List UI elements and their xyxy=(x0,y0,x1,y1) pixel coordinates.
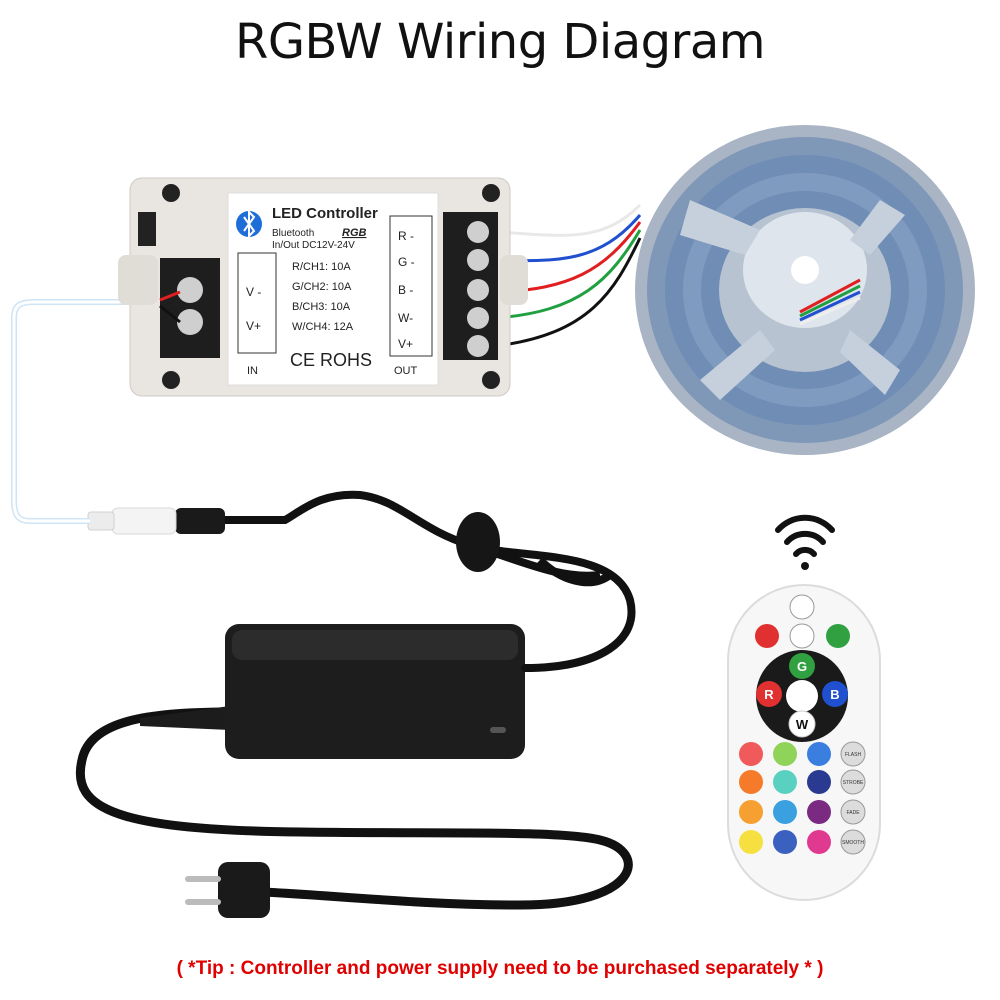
dc-cable-coil-2 xyxy=(537,557,613,587)
remote-side-buttons xyxy=(840,741,866,855)
input-terminal-1: V - xyxy=(246,285,261,299)
dc-barrel-connector xyxy=(87,507,225,535)
channel-2: G/CH2: 10A xyxy=(292,281,352,293)
input-label: IN xyxy=(247,365,258,377)
mount-hole-bl xyxy=(162,371,180,389)
color-button xyxy=(773,830,797,854)
mode-label: RGB xyxy=(342,227,367,239)
brightness-up-button xyxy=(789,594,815,620)
output-terminal-4: W- xyxy=(398,311,413,325)
spec-label: In/Out DC12V-24V xyxy=(272,240,355,251)
color-button xyxy=(773,800,797,824)
mount-hole-br xyxy=(482,371,500,389)
cord-relief xyxy=(140,706,230,730)
output-terminal-3: B - xyxy=(398,283,413,297)
power-off-button xyxy=(755,624,779,648)
diagram-title: RGBW Wiring Diagram xyxy=(234,14,766,70)
channel-1: R/CH1: 10A xyxy=(292,261,351,273)
mount-hole-tr xyxy=(482,184,500,202)
channel-4: W/CH4: 12A xyxy=(292,321,354,333)
output-terminal-1: R - xyxy=(398,229,414,243)
remote-w-label: W xyxy=(796,717,809,732)
mount-hole-tl xyxy=(162,184,180,202)
input-cable-core xyxy=(12,300,160,523)
power-adapter xyxy=(225,624,525,759)
color-button xyxy=(739,800,763,824)
color-button xyxy=(773,770,797,794)
cert-label: CE ROHS xyxy=(290,350,372,370)
flash-label: FLASH xyxy=(845,752,862,758)
mains-plug xyxy=(185,862,270,918)
strobe-label: STROBE xyxy=(843,780,864,786)
remote-g-label: G xyxy=(797,659,807,674)
output-terminal-5: V+ xyxy=(398,337,413,351)
color-button xyxy=(739,742,763,766)
color-button xyxy=(807,742,831,766)
input-terminal-block xyxy=(160,258,220,358)
color-button xyxy=(807,800,831,824)
channel-3: B/CH3: 10A xyxy=(292,301,351,313)
tip-text: ( *Tip : Controller and power supply nee… xyxy=(176,958,824,979)
antenna-stub xyxy=(138,212,156,246)
fade-label: FADE xyxy=(846,810,860,816)
brightness-down-button xyxy=(789,623,815,649)
wifi-signal-icon xyxy=(775,514,835,570)
remote-r-label: R xyxy=(764,687,774,702)
mains-cable xyxy=(75,707,633,910)
remote-color-grid xyxy=(739,742,831,854)
color-button xyxy=(807,830,831,854)
led-controller xyxy=(118,177,528,397)
controller-heading: LED Controller xyxy=(272,205,378,222)
output-terminal-2: G - xyxy=(398,255,415,269)
output-label: OUT xyxy=(394,365,418,377)
bluetooth-label: Bluetooth xyxy=(272,228,314,239)
power-on-button xyxy=(826,624,850,648)
input-terminal-2: V+ xyxy=(246,319,261,333)
remote-control xyxy=(727,584,881,901)
led-strip-reel xyxy=(635,125,975,455)
color-button xyxy=(807,770,831,794)
remote-b-label: B xyxy=(830,687,839,702)
smooth-label: SMOOTH xyxy=(842,840,864,846)
color-button xyxy=(739,830,763,854)
cable-tie xyxy=(456,512,500,572)
color-button xyxy=(739,770,763,794)
color-button xyxy=(773,742,797,766)
